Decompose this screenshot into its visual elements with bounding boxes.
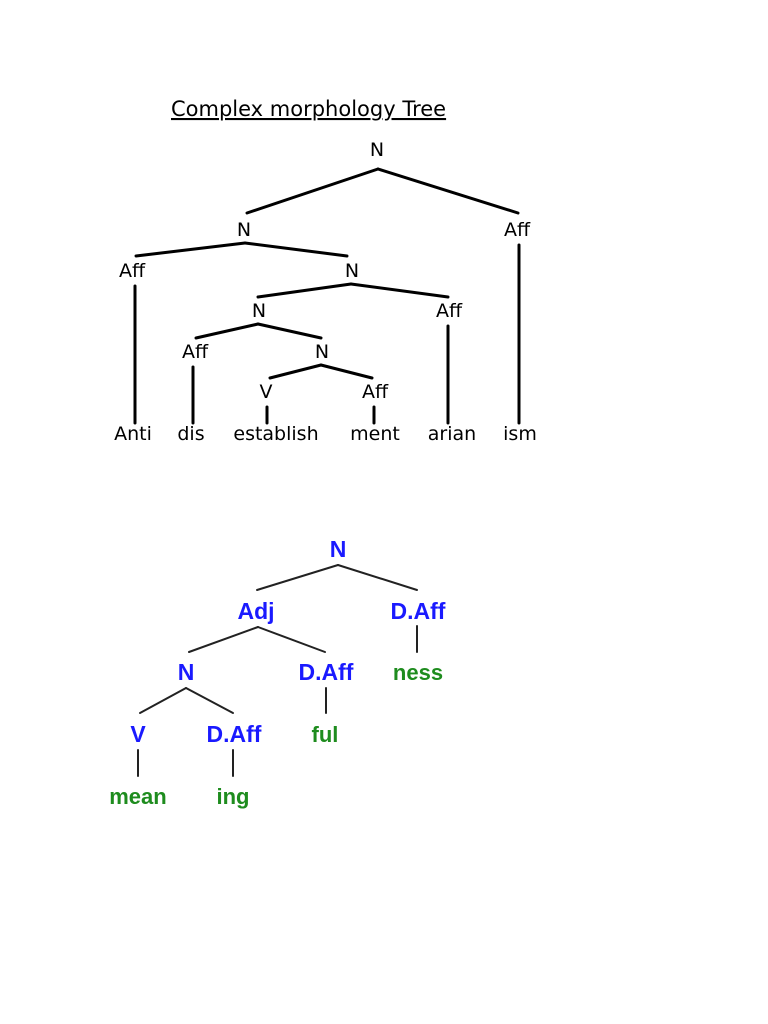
branch-root-to-adj: [256, 564, 339, 591]
tree1-node-aff-arian: Aff: [436, 300, 463, 322]
branch-n3-to-aff-dis: [194, 322, 260, 340]
tree1-word-dis: dis: [177, 423, 204, 445]
branch-n4-to-aff-ment: [319, 363, 374, 380]
branch-adj-to-n: [188, 626, 259, 653]
branch-n2-to-n3: [256, 282, 353, 299]
tree2-node-v: V: [130, 721, 146, 747]
branch-root-to-n1: [245, 167, 380, 215]
tree1-node-n3: N: [252, 300, 266, 322]
tree2-word-ing: ing: [217, 784, 250, 809]
tree2-node-daff-ful: D.Aff: [299, 659, 354, 685]
tree1-node-aff-ism: Aff: [504, 219, 531, 241]
tree-1-words: Anti dis establish ment arian ism: [114, 423, 537, 445]
tree1-node-n2: N: [345, 260, 359, 282]
tree2-node-daff-ing: D.Aff: [207, 721, 262, 747]
tree-1: N N Aff Aff N N Aff Aff N V Aff Anti dis…: [114, 139, 537, 445]
tree-1-branches: [133, 167, 521, 425]
tree2-node-n: N: [178, 659, 195, 685]
branch-root-to-aff-ism: [376, 167, 520, 215]
branch-n1-to-n2: [243, 241, 349, 258]
branch-n-to-daff-ing: [185, 687, 234, 714]
tree2-node-adj: Adj: [237, 598, 274, 624]
tree1-word-anti: Anti: [114, 423, 152, 445]
tree1-node-n1: N: [237, 219, 251, 241]
branch-n3-to-n4: [256, 322, 323, 340]
tree2-word-ness: ness: [393, 660, 443, 685]
tree-1-node-labels: N N Aff Aff N N Aff Aff N V Aff: [119, 139, 531, 403]
branch-n-to-v: [139, 687, 187, 714]
branch-n2-to-aff-arian: [349, 282, 450, 299]
tree-2: N Adj D.Aff N D.Aff V D.Aff mean ing ful…: [109, 536, 446, 809]
tree2-word-mean: mean: [109, 784, 166, 809]
tree1-node-n4: N: [315, 341, 329, 363]
tree1-node-aff-dis: Aff: [182, 341, 209, 363]
tree2-word-ful: ful: [312, 722, 339, 747]
tree1-node-v-establish: V: [260, 381, 273, 403]
tree2-node-root: N: [330, 536, 347, 562]
branch-n1-to-aff-anti: [134, 241, 247, 258]
tree-2-words: mean ing ful ness: [109, 660, 443, 809]
tree1-word-arian: arian: [428, 423, 476, 445]
tree1-word-ism: ism: [503, 423, 537, 445]
tree-2-branches: [137, 564, 418, 777]
tree-2-node-labels: N Adj D.Aff N D.Aff V D.Aff: [130, 536, 445, 747]
tree1-node-root: N: [370, 139, 384, 161]
branch-n4-to-v: [268, 363, 323, 380]
tree1-word-ment: ment: [350, 423, 400, 445]
tree1-node-aff-ment: Aff: [362, 381, 389, 403]
branch-root-to-daff-ness: [337, 564, 418, 591]
branch-adj-to-daff-ful: [257, 626, 326, 653]
tree2-node-daff-ness: D.Aff: [391, 598, 446, 624]
page-title: Complex morphology Tree: [171, 97, 446, 121]
tree1-node-aff-anti: Aff: [119, 260, 146, 282]
tree1-word-establish: establish: [233, 423, 318, 445]
